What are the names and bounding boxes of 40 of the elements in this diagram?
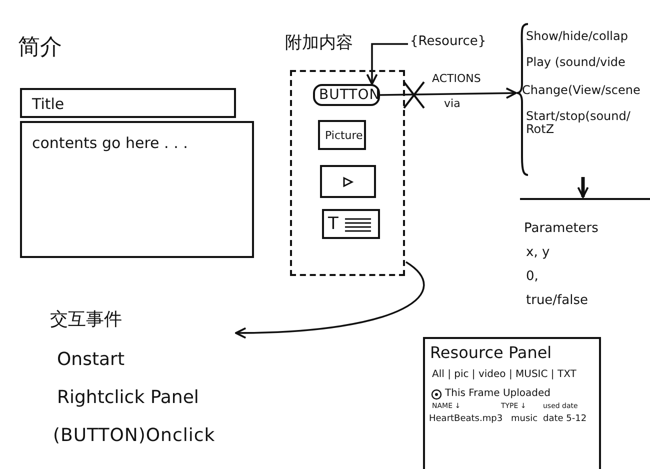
event-item: Rightclick Panel (57, 388, 199, 408)
text-box (322, 209, 380, 239)
filter-tabs: All | pic | video | MUSIC | TXT (432, 369, 576, 380)
parameter-item: 0, (526, 270, 538, 284)
arrow (366, 43, 408, 85)
panel-title: Resource Panel (430, 344, 552, 362)
event-item: (BUTTON)Onclick (53, 426, 216, 446)
picture-label: Picture (325, 130, 363, 142)
edge-note: via (444, 98, 460, 110)
section-label: This Frame Uploaded (445, 388, 550, 399)
contents-box (20, 121, 254, 258)
placeholder-text: contents go here . . . (32, 135, 188, 152)
action-item: Start/stop(sound/ RotZ (526, 110, 632, 136)
text-letter: T (328, 215, 338, 234)
action-item: Change(View/scene (522, 84, 640, 98)
title-box (20, 88, 236, 118)
edge-label: ACTIONS (432, 73, 481, 86)
arrow (380, 87, 517, 99)
parameter-item: true/false (526, 294, 588, 308)
resource-panel (423, 337, 601, 469)
button-label: BUTTON (319, 88, 380, 104)
arrow (577, 177, 589, 198)
picture-box (318, 120, 366, 150)
section-heading: 简介 (18, 36, 62, 60)
arrow (235, 261, 424, 339)
events-heading: 交互事件 (50, 310, 122, 330)
file-name: HeartBeats.mp3 (429, 415, 503, 425)
event-item: Onstart (57, 350, 124, 370)
parameters-heading: Parameters (524, 222, 598, 236)
parameters-bracket (520, 198, 650, 308)
file-type: music (511, 415, 538, 425)
video-box (320, 165, 376, 198)
group-heading: 附加内容 (285, 34, 353, 53)
action-item: Show/hide/collap (526, 30, 629, 44)
button-box (313, 84, 380, 106)
title-label: Title (32, 96, 64, 112)
action-item: Play (sound/vide (526, 56, 626, 70)
file-date: date 5-12 (543, 415, 587, 425)
parameter-item: x, y (526, 246, 550, 260)
resource-label: {Resource} (410, 35, 486, 50)
